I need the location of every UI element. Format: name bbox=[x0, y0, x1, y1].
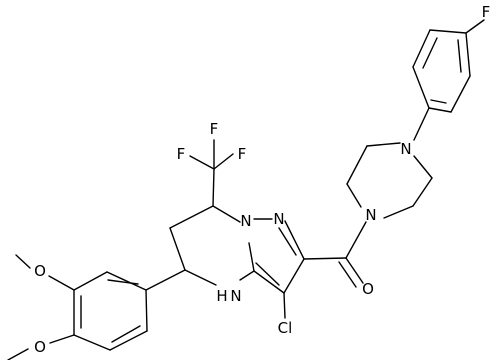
atom-label: N bbox=[365, 206, 376, 224]
atom-label: N bbox=[240, 212, 251, 230]
atom-label: N bbox=[273, 210, 284, 228]
atom-label: N bbox=[230, 287, 241, 305]
atom-label: F bbox=[177, 145, 186, 163]
atom-label: O bbox=[34, 338, 46, 356]
bonds bbox=[7, 19, 485, 360]
atom-label: N bbox=[400, 140, 411, 158]
atom-label: H bbox=[216, 287, 227, 305]
atom-label: F bbox=[238, 145, 247, 163]
atom-label: F bbox=[210, 120, 219, 138]
atom-label: O bbox=[34, 262, 46, 280]
atom-label: Cl bbox=[278, 319, 293, 337]
atom-label: F bbox=[482, 3, 491, 21]
atom-labels: F N N O F F F N N H N Cl O O bbox=[34, 3, 490, 356]
atom-label: O bbox=[362, 280, 374, 298]
